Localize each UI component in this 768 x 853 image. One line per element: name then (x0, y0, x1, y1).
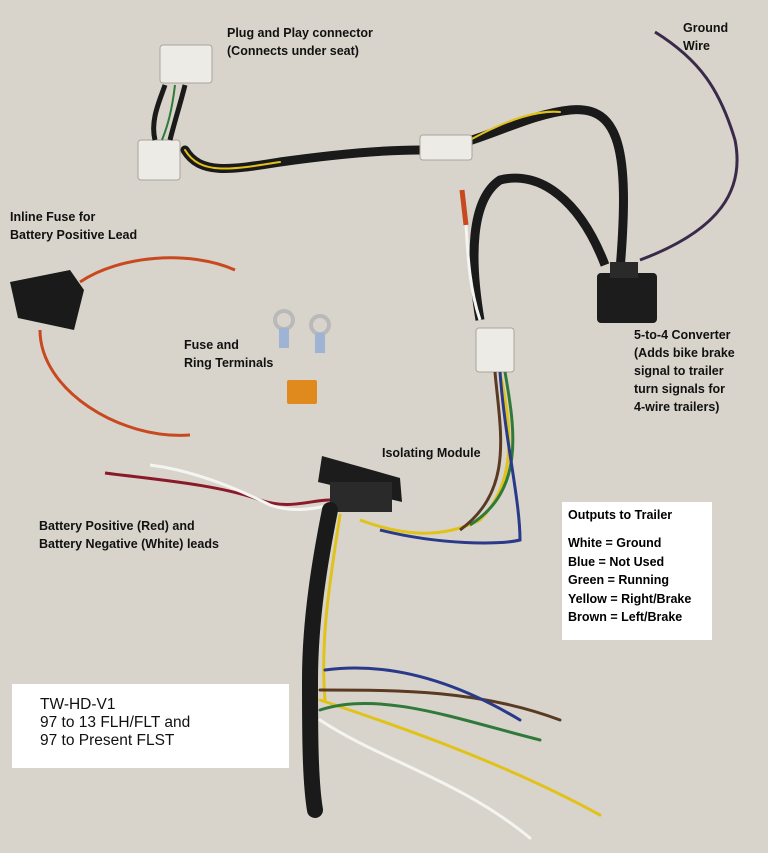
model-fitment-line-1: 97 to 13 FLH/FLT and (40, 714, 191, 731)
isolating-module-label: Isolating Module (382, 446, 481, 460)
model-number: TW-HD-V1 (40, 696, 116, 713)
inline-fuse (10, 256, 236, 437)
module-cables (359, 371, 522, 545)
model-fitment-line-2: 97 to Present FLST (40, 732, 175, 749)
isolating-module (318, 456, 402, 512)
converter-label: 5-to-4 Converter (Adds bike brake signal… (634, 328, 735, 414)
outputs-title: Outputs to Trailer (568, 508, 673, 522)
inline-fuse-label: Inline Fuse for Battery Positive Lead (10, 210, 138, 242)
battery-leads-label: Battery Positive (Red) and Battery Negat… (39, 519, 219, 551)
outputs-list: White = Ground Blue = Not Used Green = R… (568, 534, 691, 627)
plug-and-play-connector (137, 44, 213, 181)
plug-and-play-label: Plug and Play connector (Connects under … (227, 26, 373, 58)
fuse-terminals-label: Fuse and Ring Terminals (184, 338, 274, 370)
ring-terminals (273, 309, 331, 353)
outputs-legend: Outputs to Trailer White = Ground Blue =… (562, 502, 712, 640)
lower-harness (301, 502, 602, 840)
ground-wire-label: Ground Wire (683, 21, 729, 53)
output-item: Brown = Left/Brake (568, 610, 683, 624)
orange-wire-tip (459, 189, 469, 226)
battery-leads (104, 463, 331, 511)
blade-fuse (287, 380, 317, 404)
model-info-box: TW-HD-V1 97 to 13 FLH/FLT and 97 to Pres… (12, 684, 289, 768)
output-item: Blue = Not Used (568, 554, 665, 569)
output-item: Green = Running (568, 573, 670, 587)
trailer-connector (475, 327, 515, 373)
ground-wire (639, 30, 739, 262)
output-item: White = Ground (568, 536, 662, 550)
output-item: Yellow = Right/Brake (568, 591, 692, 606)
inline-connector (419, 134, 473, 161)
converter-box (597, 262, 657, 323)
converter-loop-cable (469, 173, 610, 321)
